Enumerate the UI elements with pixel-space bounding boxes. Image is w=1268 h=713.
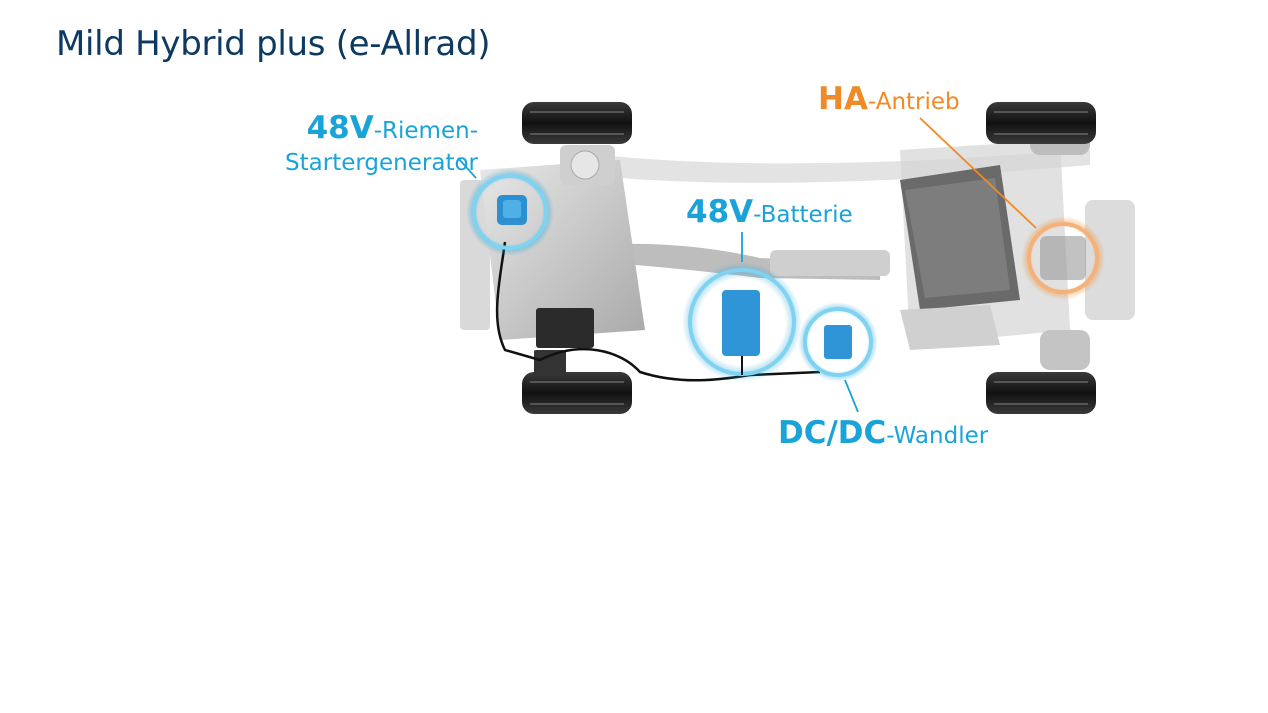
- dcdc-highlight: [798, 302, 878, 382]
- label-dcdc-rest: -Wandler: [886, 423, 989, 449]
- label-dcdc: DC/DC-Wandler: [778, 418, 988, 449]
- label-rear-axle-rest: -Antrieb: [867, 89, 960, 115]
- tire-front-left: [522, 102, 632, 144]
- label-battery: 48V-Batterie: [686, 197, 853, 228]
- wiring-harness: [495, 241, 821, 382]
- tire-front-right: [522, 372, 632, 414]
- tire-rear-left: [986, 102, 1096, 144]
- label-dcdc-strong: DC/DC: [778, 415, 887, 451]
- label-starter-generator-strong: 48V: [306, 110, 374, 146]
- label-battery-rest: -Batterie: [753, 202, 853, 228]
- label-rear-axle: HA-Antrieb: [818, 84, 960, 115]
- rear-subframe: [900, 115, 1135, 370]
- label-starter-generator: 48V-Riemen- Startergenerator: [285, 113, 478, 175]
- leader-starter-generator: [457, 157, 477, 179]
- label-starter-generator-line2: Startergenerator: [285, 150, 478, 176]
- front-control-unit: [534, 308, 594, 376]
- label-battery-strong: 48V: [686, 194, 754, 230]
- label-rear-axle-strong: HA: [818, 81, 868, 117]
- starter-generator-highlight: [466, 168, 554, 256]
- tire-rear-right: [986, 372, 1096, 414]
- leader-dcdc: [844, 379, 859, 413]
- rear-drive-highlight: [1021, 216, 1105, 300]
- battery-highlight: [682, 262, 802, 382]
- label-starter-generator-rest: -Riemen-: [373, 118, 478, 144]
- leader-rear-axle: [919, 117, 1037, 229]
- page-title: Mild Hybrid plus (e-Allrad): [56, 24, 491, 64]
